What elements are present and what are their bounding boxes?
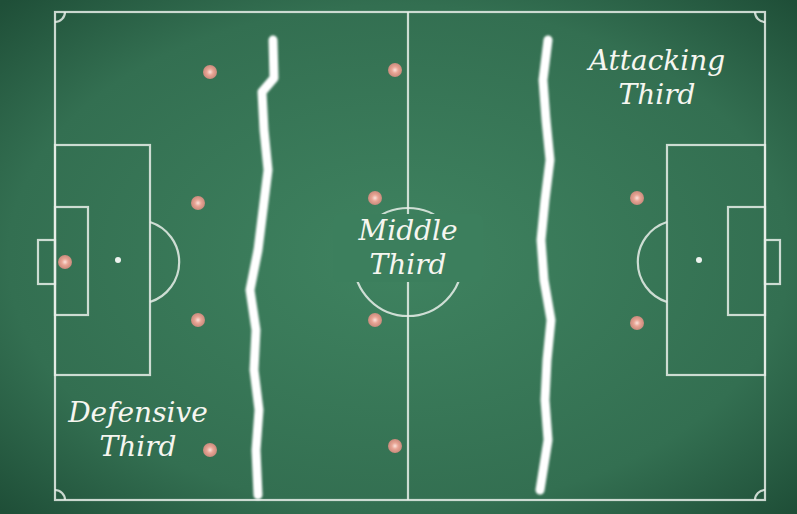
zone-label-box: Attacking Third (562, 44, 752, 112)
pitch-lines (38, 12, 780, 500)
zone-label: Middle Third (333, 214, 483, 282)
zone-label: Defensive Third (53, 396, 223, 464)
chalk-divider (250, 40, 551, 495)
zone-label-box: Defensive Third (53, 396, 223, 464)
zone-label: Attacking Third (562, 44, 752, 112)
zone-label-box: Middle Third (333, 214, 483, 282)
